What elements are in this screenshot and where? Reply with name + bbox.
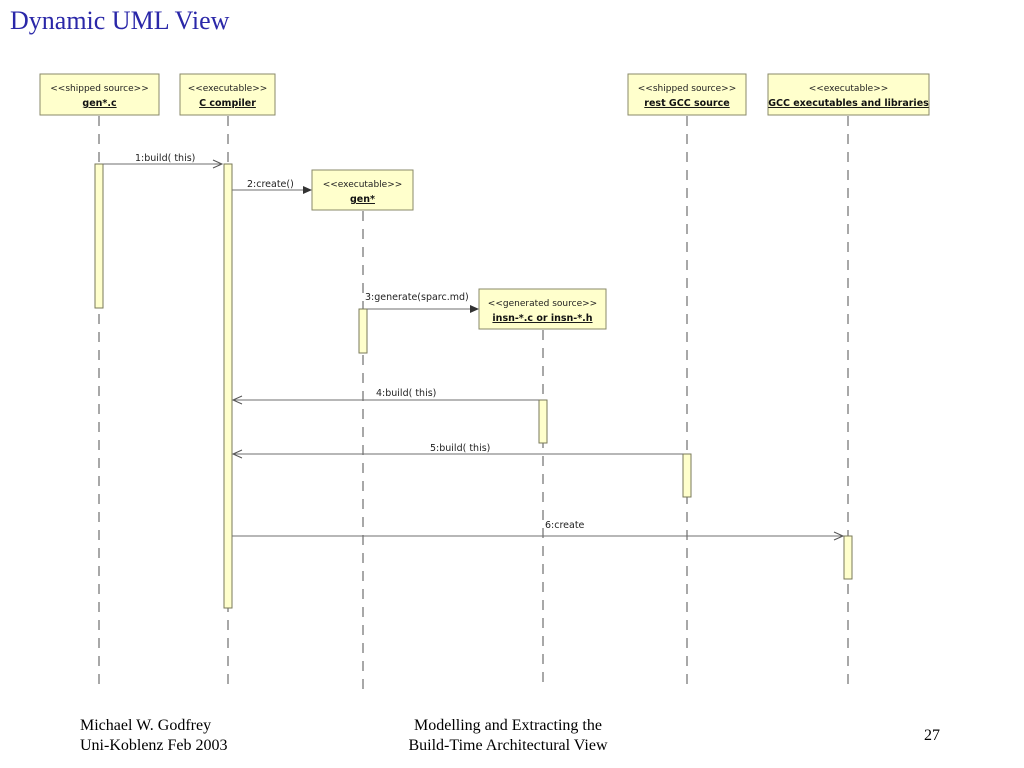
message-6: 6:create — [232, 520, 845, 541]
object-name: GCC executables and libraries — [768, 98, 929, 109]
message-3: 3:generate(sparc.md) — [365, 292, 479, 313]
footer-title-line-1: Modelling and Extracting the — [414, 717, 602, 734]
object-rest-gcc: <<shipped source>> rest GCC source — [627, 73, 747, 116]
arrow-open-icon — [212, 159, 224, 169]
activation-gen — [358, 308, 368, 354]
object-stereotype: <<executable>> — [188, 84, 268, 94]
footer-author-name: Michael W. Godfrey — [80, 717, 212, 734]
arrow-open-icon — [231, 449, 243, 459]
message-label: 6:create — [545, 520, 585, 531]
object-stereotype: <<shipped source>> — [638, 84, 736, 94]
page-number: 27 — [924, 727, 940, 744]
footer-title-line-2: Build-Time Architectural View — [408, 737, 608, 754]
object-name: gen*.c — [82, 98, 116, 109]
arrow-filled-icon — [303, 186, 312, 194]
arrow-filled-icon — [470, 305, 479, 313]
object-stereotype: <<executable>> — [323, 180, 403, 190]
arrow-open-icon — [833, 531, 845, 541]
message-4: 4:build( this) — [231, 388, 539, 405]
object-gcc-exec: <<executable>> GCC executables and libra… — [767, 73, 930, 116]
object-name: C compiler — [199, 98, 256, 109]
slide-title: Dynamic UML View — [10, 6, 230, 35]
message-label: 2:create() — [247, 179, 294, 190]
arrow-open-icon — [231, 395, 243, 405]
object-gen: <<executable>> gen* — [311, 169, 414, 211]
object-insn: <<generated source>> insn-*.c or insn-*.… — [478, 288, 607, 330]
object-name: insn-*.c or insn-*.h — [492, 313, 592, 324]
activation-gen-c — [94, 163, 104, 309]
message-5: 5:build( this) — [231, 443, 683, 459]
activation-c-compiler — [223, 163, 233, 609]
message-label: 3:generate(sparc.md) — [365, 292, 469, 303]
object-name: gen* — [350, 194, 375, 205]
object-stereotype: <<generated source>> — [488, 299, 597, 309]
object-name: rest GCC source — [644, 98, 729, 109]
object-gen-c: <<shipped source>> gen*.c — [39, 73, 160, 116]
message-label: 4:build( this) — [376, 388, 436, 399]
activation-rest-gcc — [682, 453, 692, 498]
object-stereotype: <<executable>> — [809, 84, 889, 94]
footer-author: Michael W. Godfrey Uni-Koblenz Feb 2003 — [80, 716, 228, 756]
object-c-compiler: <<executable>> C compiler — [179, 73, 276, 116]
message-2: 2:create() — [232, 179, 312, 194]
footer-venue: Uni-Koblenz Feb 2003 — [80, 737, 228, 754]
message-label: 5:build( this) — [430, 443, 490, 454]
message-1: 1:build( this) — [103, 153, 224, 169]
message-label: 1:build( this) — [135, 153, 195, 164]
activation-gcc-exec — [843, 535, 853, 580]
footer-talk-title: Modelling and Extracting the Build-Time … — [380, 716, 636, 756]
object-stereotype: <<shipped source>> — [50, 84, 148, 94]
activation-insn — [538, 399, 548, 444]
